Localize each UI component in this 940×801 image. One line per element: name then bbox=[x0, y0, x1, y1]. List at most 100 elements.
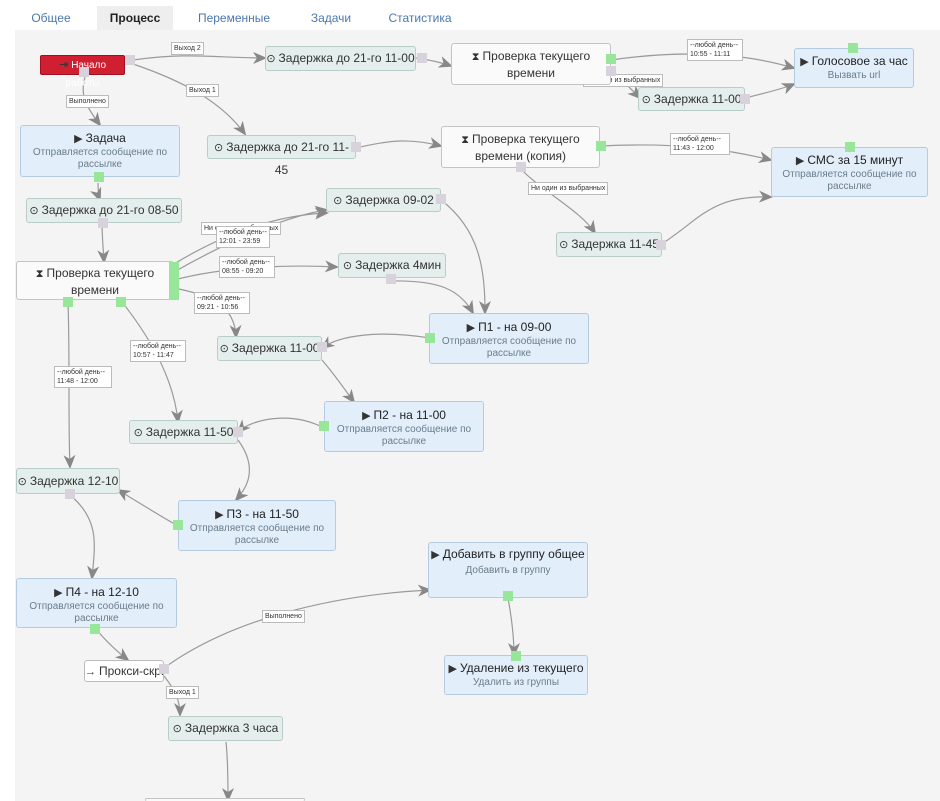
output-port[interactable] bbox=[351, 142, 361, 152]
play-icon: ▶ bbox=[215, 509, 224, 521]
edge-label: --любой день-- 11:43 - 12:00 bbox=[670, 133, 730, 155]
node-title: Проверка текущего времени (копия) bbox=[472, 132, 580, 163]
action-node-p3[interactable]: ▶П3 - на 11-50 Отправляется сообщение по… bbox=[178, 500, 336, 551]
edge-label: Выход 2 bbox=[171, 42, 204, 55]
output-port[interactable] bbox=[317, 342, 327, 352]
output-port[interactable] bbox=[606, 66, 616, 76]
hourglass-icon: ⧗ bbox=[35, 268, 44, 280]
node-title: Задержка 11-50 bbox=[145, 425, 234, 439]
node-subtitle: Вызвать url bbox=[827, 70, 881, 81]
action-node-voice[interactable]: ▶Голосовое за час Вызвать url bbox=[794, 48, 914, 88]
wire bbox=[63, 301, 76, 469]
delay-node-0902[interactable]: ⊙Задержка 09-02 bbox=[326, 188, 441, 212]
output-port[interactable] bbox=[417, 53, 427, 63]
wire bbox=[321, 359, 356, 404]
clock-icon: ⊙ bbox=[214, 142, 224, 154]
clock-icon: ⊙ bbox=[641, 94, 651, 106]
delay-node-4min[interactable]: ⊙Задержка 4мин bbox=[338, 253, 446, 278]
action-node-p1[interactable]: ▶П1 - на 09-00 Отправляется сообщение по… bbox=[429, 313, 589, 364]
output-port[interactable] bbox=[436, 194, 446, 204]
node-subtitle: Отправляется сообщение по рассылке bbox=[189, 523, 325, 546]
output-port[interactable] bbox=[94, 172, 104, 182]
tab-tasks[interactable]: Задачи bbox=[310, 11, 352, 25]
action-node-p4[interactable]: ▶П4 - на 12-10 Отправляется сообщение по… bbox=[16, 578, 177, 628]
check-node-main[interactable]: ⧗Проверка текущего времени bbox=[16, 261, 174, 300]
wire bbox=[355, 137, 443, 149]
output-port[interactable] bbox=[65, 489, 75, 499]
cut-off-node[interactable] bbox=[145, 798, 305, 801]
play-icon: ▶ bbox=[74, 133, 83, 145]
edge-label: --любой день-- 10:55 - 11:11 bbox=[687, 39, 743, 61]
clock-icon: ⊙ bbox=[172, 723, 182, 735]
output-port[interactable] bbox=[63, 297, 73, 307]
node-title: Задержка 11-00 bbox=[231, 341, 320, 355]
output-port[interactable] bbox=[233, 427, 243, 437]
node-subtitle: Отправляется сообщение по рассылке bbox=[441, 336, 577, 359]
output-port[interactable] bbox=[845, 142, 855, 152]
node-title: Прокси-скрипт bbox=[99, 664, 163, 678]
node-title: Проверка текущего времени bbox=[482, 49, 591, 80]
check-node-top[interactable]: ⧗Проверка текущего времени bbox=[451, 43, 611, 85]
output-port[interactable] bbox=[116, 297, 126, 307]
output-port[interactable] bbox=[169, 262, 179, 300]
output-port[interactable] bbox=[90, 624, 100, 634]
clock-icon: ⊙ bbox=[219, 343, 229, 355]
node-title: Голосовое за час bbox=[811, 54, 908, 68]
delay-node-1145[interactable]: ⊙Задержка 11-45 bbox=[556, 232, 662, 257]
output-port[interactable] bbox=[596, 141, 606, 151]
output-port[interactable] bbox=[656, 240, 666, 250]
output-port[interactable] bbox=[516, 162, 526, 172]
output-port[interactable] bbox=[98, 218, 108, 228]
delay-node-21-1145[interactable]: ⊙Задержка до 21-го 11-45 bbox=[207, 135, 356, 177]
output-port[interactable] bbox=[606, 54, 616, 64]
node-subtitle: Добавить в группу bbox=[465, 565, 551, 576]
action-node-p2[interactable]: ▶П2 - на 11-00 Отправляется сообщение по… bbox=[324, 401, 484, 452]
clock-icon: ⊙ bbox=[342, 260, 353, 272]
output-port[interactable] bbox=[425, 333, 435, 343]
action-node-add-group[interactable]: ▶Добавить в группу общее Добавить в груп… bbox=[428, 542, 588, 598]
arrow-icon: → bbox=[85, 666, 96, 678]
output-port[interactable] bbox=[511, 651, 521, 661]
output-port[interactable] bbox=[848, 43, 858, 53]
output-port[interactable] bbox=[386, 274, 396, 284]
node-subtitle: Отправляется сообщение по рассылке bbox=[29, 601, 164, 624]
clock-icon: ⊙ bbox=[559, 239, 569, 251]
delay-node-21-1100[interactable]: ⊙Задержка до 21-го 11-00 bbox=[265, 46, 416, 71]
wire bbox=[744, 83, 796, 99]
node-title: Задержка 12-10 bbox=[29, 474, 119, 488]
output-port[interactable] bbox=[503, 591, 513, 601]
node-title: Задача bbox=[85, 131, 126, 145]
action-node-sms[interactable]: ▶СМС за 15 минут Отправляется сообщение … bbox=[771, 147, 928, 197]
node-title: Задержка 09-02 bbox=[345, 193, 434, 207]
action-node-task[interactable]: ▶Задача Отправляется сообщение по рассыл… bbox=[20, 125, 180, 177]
delay-node-1100[interactable]: ⊙Задержка 11-00 bbox=[217, 336, 322, 361]
output-port[interactable] bbox=[159, 664, 169, 674]
clock-icon: ⊙ bbox=[333, 195, 343, 207]
wire bbox=[132, 63, 247, 136]
output-port[interactable] bbox=[173, 520, 183, 530]
tab-general[interactable]: Общее bbox=[31, 11, 71, 25]
output-port[interactable] bbox=[740, 94, 750, 104]
wire bbox=[390, 280, 474, 315]
node-subtitle: Отправляется сообщение по рассылке bbox=[782, 169, 917, 192]
output-port[interactable] bbox=[319, 421, 329, 431]
edge-label: --любой день-- 11:48 - 12:00 bbox=[54, 366, 112, 388]
tab-process[interactable]: Процесс bbox=[97, 6, 173, 30]
delay-node-1150[interactable]: ⊙Задержка 11-50 bbox=[129, 420, 238, 444]
node-subtitle: Удалить из группы bbox=[472, 677, 560, 688]
node-title: Задержка 11-45 bbox=[571, 237, 659, 251]
proxy-script-node[interactable]: →Прокси-скрипт bbox=[84, 660, 164, 682]
delay-node-1100-top[interactable]: ⊙Задержка 11-00 bbox=[638, 87, 745, 111]
delay-node-21-0850[interactable]: ⊙Задержка до 21-го 08-50 bbox=[26, 198, 182, 223]
play-icon: ▶ bbox=[54, 587, 63, 599]
tab-statistics[interactable]: Статистика bbox=[388, 11, 452, 25]
node-title: Удаление из текущего bbox=[459, 661, 584, 675]
tab-variables[interactable]: Переменные bbox=[197, 11, 271, 25]
node-title: СМС за 15 минут bbox=[807, 153, 904, 167]
output-port[interactable] bbox=[79, 67, 89, 77]
clock-icon: ⊙ bbox=[133, 427, 143, 439]
output-port[interactable] bbox=[125, 55, 135, 65]
action-node-remove-group[interactable]: ▶Удаление из текущего Удалить из группы bbox=[444, 655, 588, 695]
delay-node-3h[interactable]: ⊙Задержка 3 часа bbox=[168, 716, 283, 741]
edge-label: --любой день-- 08:55 - 09:20 bbox=[219, 256, 275, 278]
